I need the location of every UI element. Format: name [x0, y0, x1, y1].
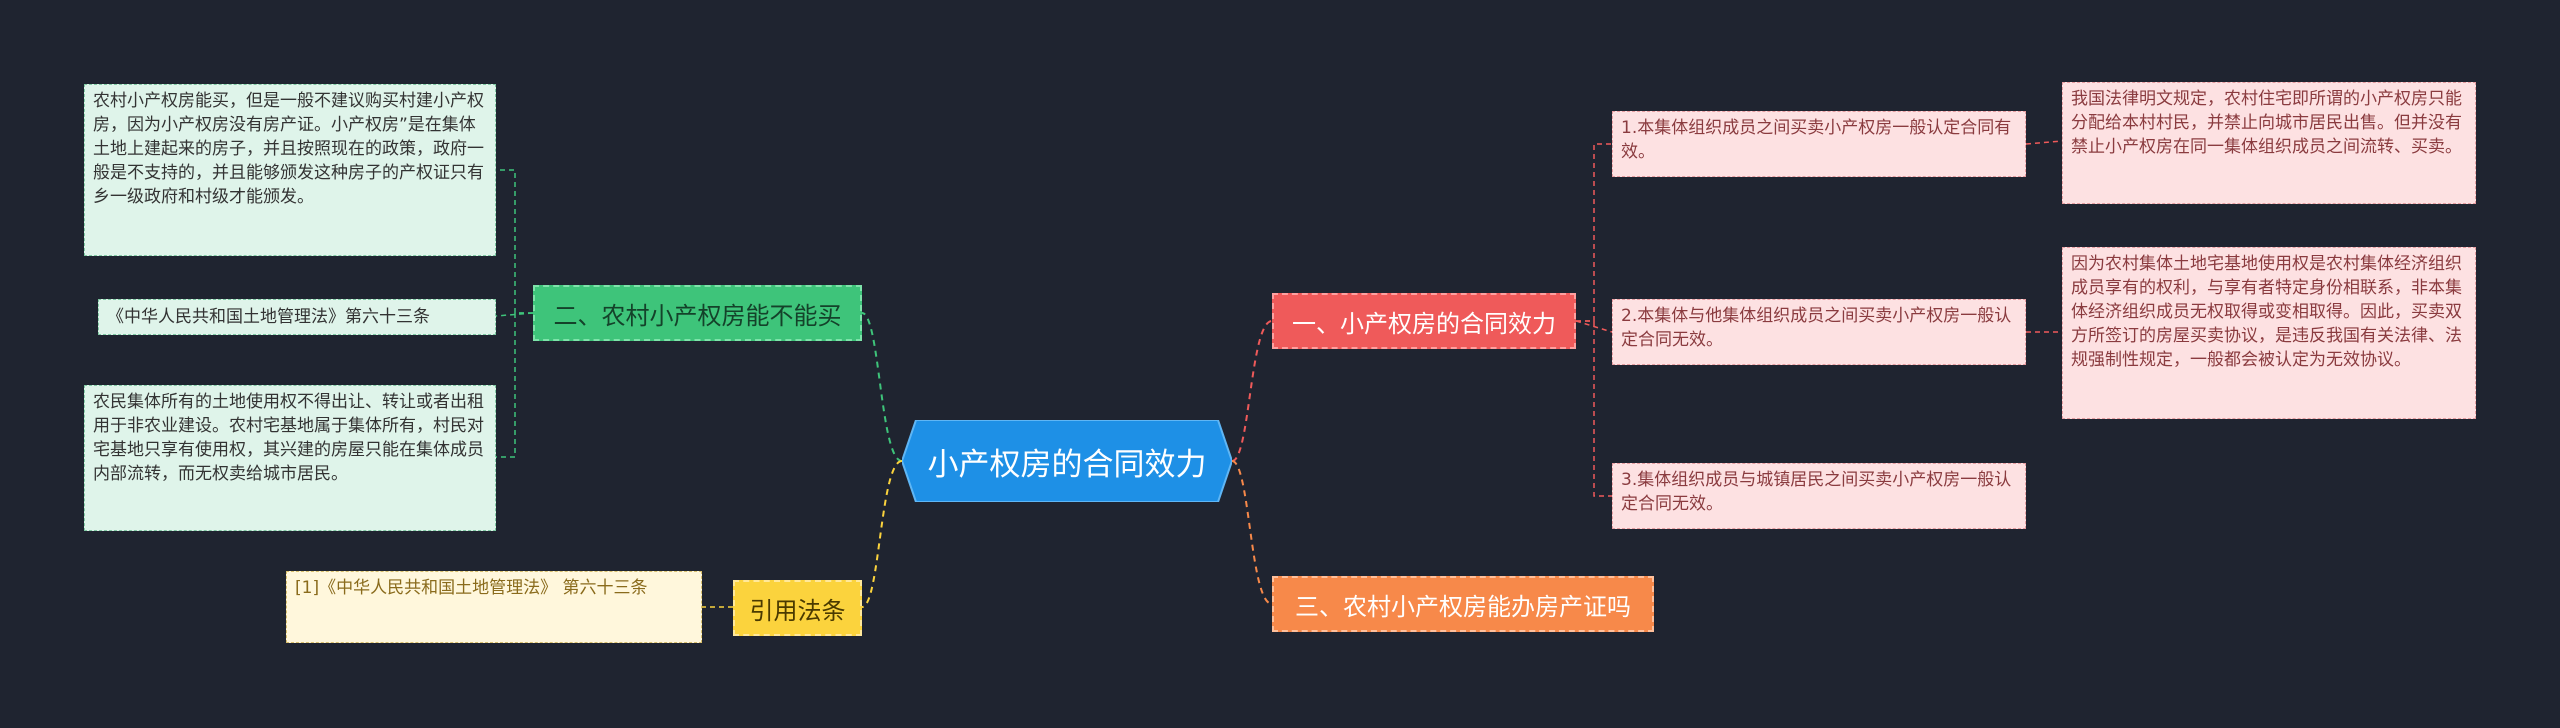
- effect-item-3[interactable]: 3.集体组织成员与城镇居民之间买卖小产权房一般认定合同无效。: [1612, 463, 2026, 529]
- cannot-buy-item-3[interactable]: 农民集体所有的土地使用权不得出让、转让或者出租用于非农业建设。农村宅基地属于集体…: [84, 385, 496, 531]
- branch-citation-label: 引用法条: [749, 596, 846, 625]
- root-topic[interactable]: 小产权房的合同效力: [902, 420, 1232, 502]
- root-label: 小产权房的合同效力: [927, 446, 1207, 483]
- effect-item-1[interactable]: 1.本集体组织成员之间买卖小产权房一般认定合同有效。: [1612, 111, 2026, 177]
- link-effect-item-2: [1575, 320, 1613, 333]
- citation-item-1[interactable]: [1]《中华人民共和国土地管理法》 第六十三条: [286, 571, 702, 643]
- link-effect-item-3: [1576, 320, 1612, 497]
- effect-item-2-detail-text: 因为农村集体土地宅基地使用权是农村集体经济组织成员享有的权利，与享有者特定身份相…: [2071, 254, 2462, 370]
- citation-item-1-text: [1]《中华人民共和国土地管理法》 第六十三条: [295, 578, 648, 598]
- effect-item-2-detail[interactable]: 因为农村集体土地宅基地使用权是农村集体经济组织成员享有的权利，与享有者特定身份相…: [2062, 247, 2476, 419]
- link-cannot-buy-item-1: [496, 169, 533, 314]
- link-root-certificate: [1231, 460, 1273, 605]
- effect-item-2-text: 2.本集体与他集体组织成员之间买卖小产权房一般认定合同无效。: [1621, 306, 2012, 350]
- root-hexagon-shape: [902, 420, 1232, 502]
- branch-cannot-buy[interactable]: 二、农村小产权房能不能买: [533, 285, 862, 341]
- cannot-buy-item-2-text: 《中华人民共和国土地管理法》第六十三条: [107, 307, 430, 327]
- link-effect-item-1: [1576, 143, 1612, 322]
- branch-effect-label: 一、小产权房的合同效力: [1292, 309, 1556, 338]
- branch-effect[interactable]: 一、小产权房的合同效力: [1272, 293, 1576, 349]
- effect-item-1-text: 1.本集体组织成员之间买卖小产权房一般认定合同有效。: [1621, 118, 2012, 162]
- cannot-buy-item-3-text: 农民集体所有的土地使用权不得出让、转让或者出租用于非农业建设。农村宅基地属于集体…: [93, 392, 484, 484]
- branch-cannot-buy-label: 二、农村小产权房能不能买: [553, 301, 842, 330]
- link-cannot-buy-item-3: [496, 312, 533, 458]
- effect-item-1-detail[interactable]: 我国法律明文规定，农村住宅即所谓的小产权房只能分配给本村村民，并禁止向城市居民出…: [2062, 82, 2476, 204]
- link-root-citation: [861, 460, 903, 608]
- branch-certificate-label: 三、农村小产权房能办房产证吗: [1295, 592, 1631, 621]
- cannot-buy-item-1-text: 农村小产权房能买，但是一般不建议购买村建小产权房，因为小产权房没有房产证。小产权…: [93, 91, 484, 207]
- effect-item-1-detail-text: 我国法律明文规定，农村住宅即所谓的小产权房只能分配给本村村民，并禁止向城市居民出…: [2071, 89, 2462, 157]
- branch-citation[interactable]: 引用法条: [733, 580, 862, 636]
- cannot-buy-item-2[interactable]: 《中华人民共和国土地管理法》第六十三条: [98, 299, 496, 335]
- effect-item-3-text: 3.集体组织成员与城镇居民之间买卖小产权房一般认定合同无效。: [1621, 470, 2012, 514]
- link-effect-detail-1: [2025, 140, 2063, 145]
- cannot-buy-item-1[interactable]: 农村小产权房能买，但是一般不建议购买村建小产权房，因为小产权房没有房产证。小产权…: [84, 84, 496, 256]
- effect-item-2[interactable]: 2.本集体与他集体组织成员之间买卖小产权房一般认定合同无效。: [1612, 299, 2026, 365]
- link-root-cannot-buy: [861, 312, 903, 462]
- link-root-effect: [1231, 320, 1273, 462]
- branch-certificate[interactable]: 三、农村小产权房能办房产证吗: [1272, 576, 1654, 632]
